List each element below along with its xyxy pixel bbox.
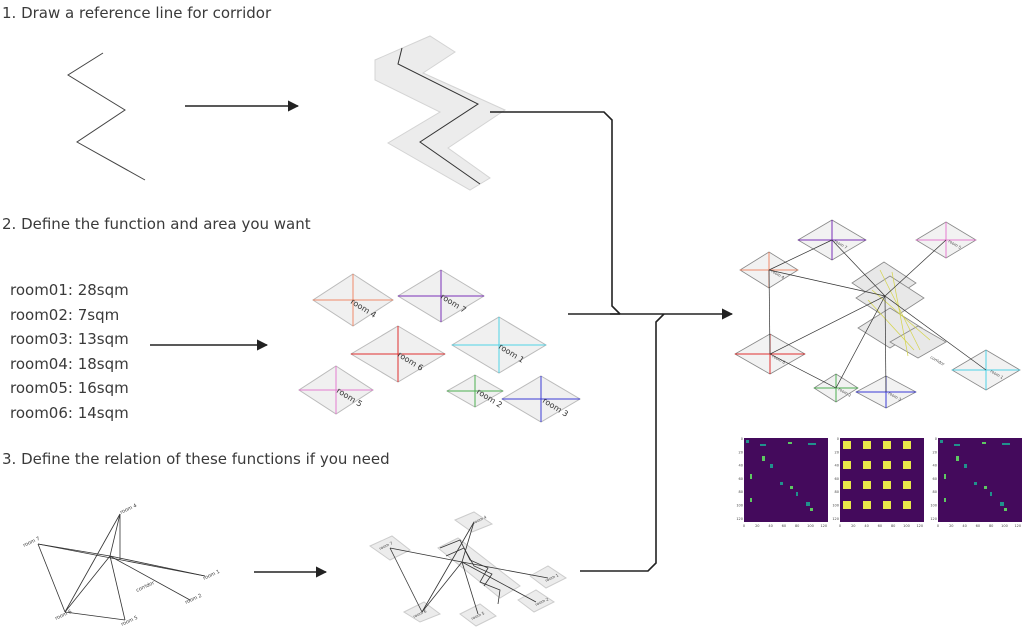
room-area-list: room01: 28sqm room02: 7sqm room03: 13sqm… xyxy=(10,278,129,425)
matrix-2-ytick: 40 xyxy=(835,464,839,468)
matrix-2-xtick: 80 xyxy=(891,524,895,528)
matrix-3-ytick: 120 xyxy=(930,517,937,521)
matrix-2-xtick: 40 xyxy=(864,524,868,528)
layout-room-6-label: room 6 xyxy=(412,608,427,619)
step-2-title: 2. Define the function and area you want xyxy=(2,215,311,233)
room-6-diamond: room 6 xyxy=(350,325,446,383)
result-layout: room 7 room 5 room 4 room 6 room 1 room … xyxy=(734,219,1021,409)
matrix-1-xtick: 0 xyxy=(743,524,745,528)
matrix-2-xtick: 120 xyxy=(916,524,923,528)
matrix-2-ytick: 80 xyxy=(835,490,839,494)
matrix-2-xtick: 60 xyxy=(878,524,882,528)
matrix-1-xtick: 20 xyxy=(755,524,759,528)
room-3-diamond: room 3 xyxy=(501,375,581,423)
layout-room-2-label: room 2 xyxy=(534,596,549,607)
matrix-3-xtick: 120 xyxy=(1014,524,1021,528)
matrix-2-ytick: 120 xyxy=(832,517,839,521)
corridor-thickened xyxy=(374,35,507,191)
svg-text:room 7: room 7 xyxy=(834,239,849,251)
matrix-1-ytick: 0 xyxy=(741,437,743,441)
relation-graph xyxy=(37,513,206,621)
room-area-item: room06: 14sqm xyxy=(10,403,129,422)
matrix-2 xyxy=(840,438,924,522)
room-7-diamond: room 7 xyxy=(397,269,485,323)
graph-room-4-label: room 4 xyxy=(119,503,138,516)
relation-layout: room 4 room 7 room 1 room 2 room 6 room … xyxy=(368,511,567,627)
svg-text:room 4: room 4 xyxy=(771,269,786,281)
matrix-3-ytick: 60 xyxy=(933,477,937,481)
step-1-title: 1. Draw a reference line for corridor xyxy=(2,4,272,22)
svg-text:room 6: room 6 xyxy=(772,354,787,366)
room-area-item: room01: 28sqm xyxy=(10,281,129,299)
matrix-1-ytick: 60 xyxy=(739,477,743,481)
corridor-reference-line xyxy=(67,52,146,181)
room-diamonds: room 4 room 7 room 6 room 1 room 5 room … xyxy=(298,269,581,423)
room-1-diamond: room 1 xyxy=(451,316,547,374)
matrix-2-xtick: 100 xyxy=(903,524,910,528)
matrix-3 xyxy=(938,438,1022,522)
layout-room-1-label: room 1 xyxy=(544,572,559,583)
matrix-1-ytick: 40 xyxy=(739,464,743,468)
matrix-3-xtick: 40 xyxy=(962,524,966,528)
matrix-2-ytick: 60 xyxy=(835,477,839,481)
merge-line-bottom xyxy=(580,313,665,572)
matrix-2-ytick: 0 xyxy=(837,437,839,441)
matrix-3-xtick: 60 xyxy=(976,524,980,528)
matrix-3-xtick: 0 xyxy=(937,524,939,528)
graph-corridor-label: corridor xyxy=(135,580,156,594)
matrix-3-ytick: 100 xyxy=(930,504,937,508)
room-area-item: room03: 13sqm xyxy=(10,330,129,348)
matrix-2-xtick: 0 xyxy=(839,524,841,528)
layout-room-7-label: room 7 xyxy=(378,540,393,551)
matrix-3-xtick: 20 xyxy=(949,524,953,528)
matrix-3-ytick: 0 xyxy=(935,437,937,441)
layout-room-5-label: room 5 xyxy=(470,610,485,621)
layout-room-4-label: room 4 xyxy=(472,514,487,525)
step-3-title: 3. Define the relation of these function… xyxy=(2,450,390,468)
matrix-1-xtick: 100 xyxy=(807,524,814,528)
matrix-1-ytick: 120 xyxy=(736,517,743,521)
graph-room-7-label: room 7 xyxy=(22,536,41,549)
matrix-1-ytick: 20 xyxy=(739,450,743,454)
matrix-1-xtick: 40 xyxy=(768,524,772,528)
graph-room-5-label: room 5 xyxy=(120,615,139,628)
matrix-3-xtick: 100 xyxy=(1001,524,1008,528)
svg-text:room 5: room 5 xyxy=(948,239,963,251)
room-area-item: room04: 18sqm xyxy=(10,354,129,373)
matrix-3-ytick: 40 xyxy=(933,464,937,468)
matrix-3-xtick: 80 xyxy=(989,524,993,528)
room-2-diamond: room 2 xyxy=(445,374,505,410)
graph-room-6-label: room 6 xyxy=(54,609,73,622)
matrix-1-ytick: 100 xyxy=(736,504,743,508)
svg-text:room 2: room 2 xyxy=(838,387,853,399)
result-corridor-label: corridor xyxy=(930,355,946,367)
matrix-1-ytick: 80 xyxy=(739,490,743,494)
svg-text:room 3: room 3 xyxy=(888,391,903,403)
matrix-1-xtick: 60 xyxy=(782,524,786,528)
room-4-diamond: room 4 xyxy=(312,273,394,327)
graph-room-2-label: room 2 xyxy=(184,593,203,606)
matrix-1-xtick: 120 xyxy=(820,524,827,528)
room-area-item: room05: 16sqm xyxy=(10,379,129,397)
matrix-3-ytick: 20 xyxy=(933,450,937,454)
room-area-item: room02: 7sqm xyxy=(10,305,120,324)
merge-line-top xyxy=(490,111,621,315)
svg-text:room 1: room 1 xyxy=(990,369,1005,381)
graph-room-1-label: room 1 xyxy=(202,569,221,582)
matrix-3-ytick: 80 xyxy=(933,490,937,494)
matrix-2-ytick: 20 xyxy=(835,450,839,454)
matrix-1 xyxy=(744,438,828,522)
matrix-2-xtick: 20 xyxy=(851,524,855,528)
matrix-1-xtick: 80 xyxy=(795,524,799,528)
matrix-2-ytick: 100 xyxy=(832,504,839,508)
relation-graph-labels: room 4 room 7 room 1 room 2 corridor roo… xyxy=(22,503,221,628)
room-5-diamond: room 5 xyxy=(298,365,374,415)
